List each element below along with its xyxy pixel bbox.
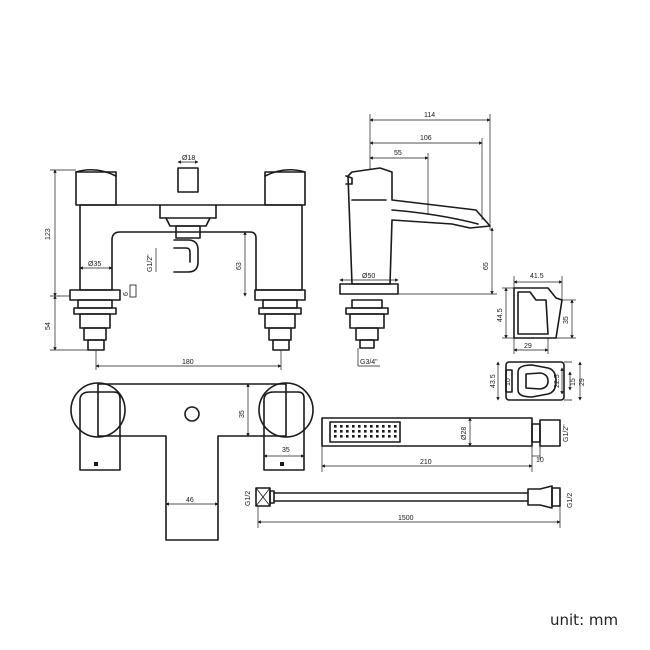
dim-d6: 6 xyxy=(123,292,130,296)
bath-filler-front-view xyxy=(69,167,306,351)
dim-d46: 46 xyxy=(186,497,194,504)
hand-shower xyxy=(321,417,561,447)
handset-holder-top xyxy=(505,361,572,401)
nozzle-dot xyxy=(370,430,373,433)
nozzle-dot xyxy=(376,425,379,428)
basin-mixer-side-view xyxy=(339,167,491,349)
dim-g12-bath: G1/2" xyxy=(147,254,154,272)
dim-d18: Ø18 xyxy=(182,155,195,162)
nozzle-dot xyxy=(352,435,355,438)
nozzle-dot xyxy=(334,430,337,433)
nozzle-dot xyxy=(382,430,385,433)
nozzle-dot xyxy=(370,435,373,438)
dim-g12-handset: G1/2" xyxy=(563,424,570,442)
nozzle-dot xyxy=(364,430,367,433)
nozzle-dot xyxy=(364,435,367,438)
nozzle-dot xyxy=(382,435,385,438)
dim-d63: 63 xyxy=(236,262,243,270)
nozzle-dot xyxy=(358,435,361,438)
nozzle-dot xyxy=(388,435,391,438)
nozzle-dot xyxy=(334,425,337,428)
nozzle-dot xyxy=(334,435,337,438)
nozzle-dot xyxy=(394,425,397,428)
wall-mixer-top-view xyxy=(70,382,314,541)
nozzle-grid xyxy=(334,425,397,438)
dim-d44-5: 44.5 xyxy=(497,308,504,322)
handset-holder-side xyxy=(513,287,563,339)
shower-hose xyxy=(255,485,561,509)
dim-d54: 54 xyxy=(45,322,52,330)
nozzle-dot xyxy=(388,430,391,433)
dim-d29-right: 29 xyxy=(579,378,586,386)
bath-filler-dimensions: Ø18 123 Ø35 G1/2" 63 6 54 180 xyxy=(45,155,282,370)
nozzle-dot xyxy=(376,430,379,433)
nozzle-dot xyxy=(394,435,397,438)
nozzle-dot xyxy=(358,430,361,433)
dim-d210: 210 xyxy=(420,459,432,466)
nozzle-dot xyxy=(376,435,379,438)
dim-d35-wall2: 35 xyxy=(282,447,290,454)
dim-d35: Ø35 xyxy=(88,261,101,268)
nozzle-dot xyxy=(340,435,343,438)
dim-d29-holder: 29 xyxy=(524,343,532,350)
nozzle-dot xyxy=(346,425,349,428)
dim-d10-handset: 10 xyxy=(536,457,544,464)
nozzle-dot xyxy=(352,430,355,433)
dim-d28: Ø28 xyxy=(461,427,468,440)
dim-d10-holder: 10 xyxy=(505,378,512,386)
dim-d65: 65 xyxy=(483,262,490,270)
unit-label: unit: mm xyxy=(550,611,618,629)
nozzle-dot xyxy=(394,430,397,433)
wall-mixer-dimensions: 35 35 46 xyxy=(165,383,305,506)
nozzle-dot xyxy=(340,430,343,433)
dim-d41-5: 41.5 xyxy=(530,273,544,280)
nozzle-dot xyxy=(388,425,391,428)
nozzle-dot xyxy=(364,425,367,428)
dim-d15: 15 xyxy=(570,378,577,386)
handset-holder-top-dimensions: 43.5 10 22.5 15 29 xyxy=(490,361,586,401)
nozzle-dot xyxy=(352,425,355,428)
handset-holder-side-dimensions: 41.5 44.5 35 29 xyxy=(497,273,576,354)
nozzle-dot xyxy=(382,425,385,428)
dim-d43-5: 43.5 xyxy=(490,374,497,388)
dim-d50: Ø50 xyxy=(362,273,375,280)
basin-mixer-dimensions: 114 106 55 Ø50 65 G3/4" xyxy=(339,112,497,367)
hand-shower-dimensions: Ø28 G1/2" 210 10 xyxy=(321,417,570,472)
dim-g34: G3/4" xyxy=(360,359,378,366)
dim-g12-hose-left: G1/2 xyxy=(245,491,252,506)
dim-d180: 180 xyxy=(182,359,194,366)
dim-d22-5: 22.5 xyxy=(554,374,561,388)
nozzle-dot xyxy=(346,435,349,438)
nozzle-dot xyxy=(370,425,373,428)
dim-d55: 55 xyxy=(394,150,402,157)
dim-d114: 114 xyxy=(424,112,435,119)
nozzle-dot xyxy=(346,430,349,433)
nozzle-dot xyxy=(358,425,361,428)
dim-d106: 106 xyxy=(420,135,432,142)
shower-hose-dimensions: G1/2 G1/2 1500 xyxy=(245,491,574,528)
dim-d35-wall: 35 xyxy=(239,410,246,418)
nozzle-dot xyxy=(340,425,343,428)
dim-g12-hose-right: G1/2 xyxy=(567,493,574,508)
dim-d123: 123 xyxy=(45,228,52,240)
dim-d1500: 1500 xyxy=(398,515,414,522)
dim-d35-holder: 35 xyxy=(563,316,570,324)
